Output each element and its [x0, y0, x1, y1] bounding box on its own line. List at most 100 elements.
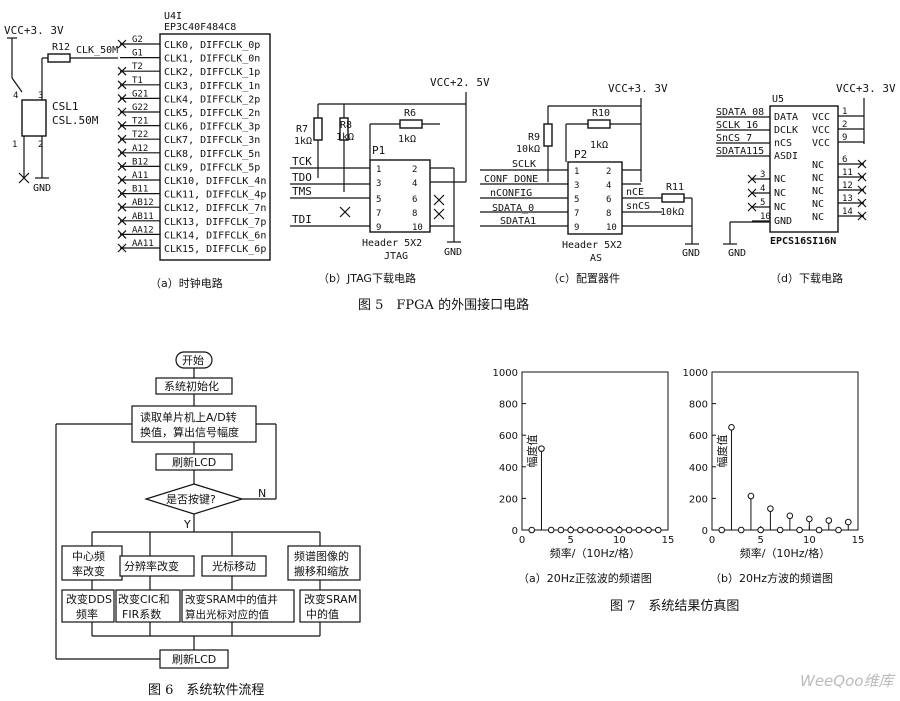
- stem-marker: [654, 526, 662, 534]
- fig5b-sig-tck: TCK: [292, 155, 312, 168]
- stem-marker: [645, 526, 652, 534]
- fig5d-chip-ref: U5: [772, 94, 784, 105]
- fig5b-r8-value: 1kΩ: [336, 132, 354, 143]
- fig5b-sig-tdi: TDI: [292, 213, 312, 226]
- clk-pin-name: CLK12, DIFFCLK_7n: [164, 203, 266, 214]
- clk-pin-number: AA11: [132, 239, 154, 249]
- as-pin-left: 1: [574, 167, 579, 177]
- fig5a-chip-name: EP3C40F484C8: [164, 22, 236, 33]
- flow-decision-label: 是否按键?: [166, 492, 216, 506]
- epcs-right-pin: NC: [812, 199, 824, 210]
- clk-pin-number: T22: [132, 130, 148, 140]
- stem-marker: [796, 526, 803, 534]
- clk-pin-number: AA12: [132, 225, 154, 235]
- y-tick-label: 0: [512, 526, 518, 537]
- epcs-right-num: 13: [842, 194, 853, 204]
- fig5c-sig-sdata1: SDATA1: [500, 216, 536, 227]
- fig5a-chip-ref: U4I: [164, 11, 182, 22]
- x-tick-label: 0: [709, 535, 715, 546]
- x-tick-label: 5: [567, 535, 573, 546]
- as-pin-right: 8: [606, 209, 611, 219]
- fig5d-chip-name: EPCS16SI16N: [770, 236, 836, 247]
- clk-pin-number: G22: [132, 103, 148, 113]
- fig5c-sig-nconfig: nCONFIG: [490, 188, 532, 199]
- as-pin-left: 7: [574, 209, 579, 219]
- fig5b-vcc-label: VCC+2. 5V: [430, 76, 490, 89]
- watermark: WeeQoo维库: [800, 672, 896, 690]
- as-pin-left: 9: [574, 223, 579, 233]
- fig5c-r9: R9: [528, 132, 540, 143]
- clk-pin-number: G1: [132, 49, 143, 59]
- clk-pin-name: CLK6, DIFFCLK_3p: [164, 122, 260, 133]
- y-axis-label: 幅度值: [525, 435, 539, 468]
- fig5b-gnd: GND: [444, 247, 462, 258]
- y-tick-label: 400: [499, 463, 518, 474]
- fig5-caption: 图 5 FPGA 的外围接口电路: [358, 297, 529, 313]
- jtag-pin-right: 10: [412, 223, 423, 233]
- epcs-nc-label: NC: [774, 202, 786, 213]
- clk-pin-name: CLK8, DIFFCLK_5n: [164, 149, 260, 160]
- epcs-right-pin: VCC: [812, 112, 830, 123]
- flow-act1-line1: 改变DDS: [66, 592, 112, 606]
- epcs-right-num: 11: [842, 168, 853, 178]
- as-pin-right: 10: [606, 223, 617, 233]
- jtag-pin-right: 6: [412, 195, 417, 205]
- x-tick-label: 15: [852, 535, 865, 546]
- epcs-right-pin: NC: [812, 186, 824, 197]
- flow-act4-line1: 改变SRAM: [304, 592, 357, 606]
- as-pin-left: 3: [574, 181, 579, 191]
- fig5c-sig-conf-done: CONF_DONE: [484, 174, 538, 185]
- flow-act-cic: [115, 589, 181, 623]
- jtag-pin-right: 8: [412, 209, 417, 219]
- plot-frame: [521, 371, 669, 531]
- x-axis-label: 频率/（10Hz/格）: [740, 546, 830, 560]
- epcs-right-num: 12: [842, 181, 853, 191]
- epcs-right-pin: VCC: [812, 125, 830, 136]
- clk-pin-name: CLK4, DIFFCLK_2p: [164, 94, 260, 105]
- stem-marker: [757, 526, 764, 534]
- as-pin-right: 2: [606, 167, 611, 177]
- stem-marker: [825, 517, 833, 524]
- epcs-right-pin: NC: [812, 173, 824, 184]
- flow-act3-line1: 改变SRAM中的值并: [185, 593, 278, 606]
- y-tick-label: 600: [499, 431, 518, 442]
- epcs-right-pin: NC: [812, 160, 824, 171]
- fig5b-header: Header 5X2: [362, 238, 422, 249]
- y-tick-label: 200: [499, 494, 518, 505]
- clk-pin-name: CLK15, DIFFCLK_6p: [164, 244, 266, 255]
- fig5b-name: JTAG: [384, 251, 408, 262]
- flow-no-label: N: [258, 487, 266, 500]
- clk-pin-name: CLK0, DIFFCLK_0p: [164, 40, 260, 51]
- oscillator-box: [21, 99, 47, 137]
- clk-pin-number: AB11: [132, 212, 154, 222]
- fpga-chip-box: [159, 33, 271, 261]
- fig5a-clock-circuit: VCC+3. 3V 4 3 CSL1 CSL.50M R12 CLK_50M 1…: [4, 11, 271, 290]
- flow-act2-line1: 改变CIC和: [118, 592, 170, 606]
- clk-pin-name: CLK7, DIFFCLK_3n: [164, 135, 260, 146]
- fig5c-name: AS: [590, 253, 602, 264]
- stem-marker: [718, 526, 726, 534]
- fig5a-net-label: CLK_50M: [76, 45, 118, 56]
- fig5d-gnd: GND: [728, 248, 746, 259]
- fig5c-r10-value: 1kΩ: [590, 140, 608, 151]
- epcs-net-label: SCLK 16: [716, 120, 758, 131]
- jtag-pin-left: 9: [376, 223, 381, 233]
- stem-marker: [567, 526, 574, 534]
- fig5b-sig-tms: TMS: [292, 185, 312, 198]
- fig5a-pin1: 1: [12, 140, 17, 150]
- clk-pin-name: CLK1, DIFFCLK_0n: [164, 54, 260, 65]
- fig5c-header: Header 5X2: [562, 240, 622, 251]
- flow-act2-line2: FIR系数: [122, 608, 161, 621]
- fig5a-pin2: 2: [38, 140, 43, 150]
- clk-pin-number: T1: [132, 76, 143, 86]
- epcs-nc-num: 10: [760, 212, 771, 222]
- y-tick-label: 600: [689, 431, 708, 442]
- epcs-left-pin: nCS: [774, 138, 792, 149]
- clk-pin-name: CLK9, DIFFCLK_5p: [164, 162, 260, 173]
- clk-pin-number: AB12: [132, 198, 154, 208]
- stem-marker: [835, 526, 842, 534]
